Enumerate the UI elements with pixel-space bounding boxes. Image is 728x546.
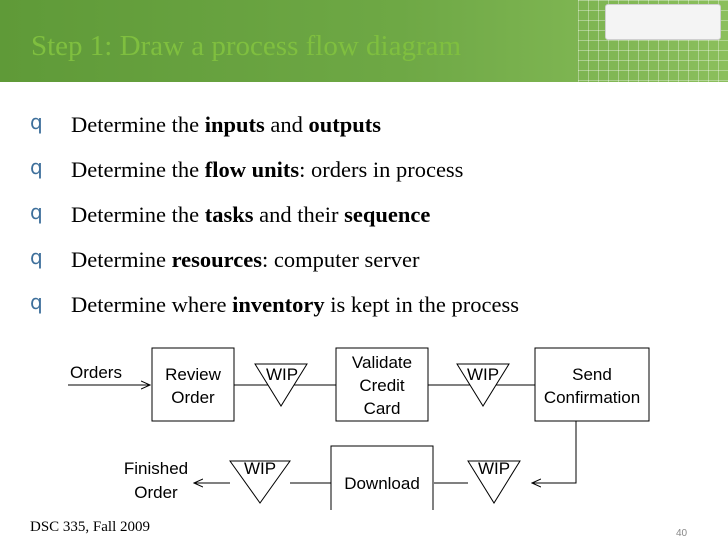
wip-label-1: WIP bbox=[266, 365, 298, 384]
send-label-1: Send bbox=[572, 365, 612, 384]
bullet-marker-icon: q bbox=[30, 110, 43, 134]
bullet-text-part: Determine where bbox=[71, 292, 233, 317]
bullet-text-part: Determine the bbox=[71, 157, 205, 182]
apple-logo-icon:  bbox=[660, 10, 676, 30]
wip-label-4: WIP bbox=[244, 459, 276, 478]
footer-course-label: DSC 335, Fall 2009 bbox=[30, 519, 151, 535]
bullet-keyword: tasks bbox=[204, 202, 254, 227]
page-number: 40 bbox=[676, 528, 688, 539]
wip-label-3: WIP bbox=[478, 459, 510, 478]
bullet-marker-icon: q bbox=[30, 200, 43, 224]
logo-badge bbox=[605, 4, 721, 40]
bullet-text-part: and their bbox=[253, 202, 345, 227]
download-label: Download bbox=[344, 474, 420, 493]
validate-label-1: Validate bbox=[352, 353, 412, 372]
finished-order-label-1: Finished bbox=[124, 459, 188, 478]
bullet-text-part: and bbox=[264, 112, 309, 137]
wip-label-2: WIP bbox=[467, 365, 499, 384]
bullet-text-part: Determine the bbox=[71, 112, 205, 137]
wip-triangle-1 bbox=[254, 363, 308, 407]
bullet-keyword: inputs bbox=[204, 112, 265, 137]
wip-triangle-4 bbox=[229, 460, 291, 504]
connector-down bbox=[532, 421, 577, 483]
bullet-text: Determine the flow units: orders in proc… bbox=[71, 157, 463, 183]
slide-title: Step 1: Draw a process flow diagram bbox=[31, 30, 462, 62]
bullet-text-part: Determine bbox=[71, 247, 172, 272]
bullet-text-part: : orders in process bbox=[299, 157, 464, 182]
validate-label-2: Credit bbox=[359, 376, 405, 395]
download-box bbox=[330, 445, 434, 510]
bullet-text: Determine where inventory is kept in the… bbox=[71, 292, 519, 318]
validate-credit-card-box bbox=[335, 347, 429, 422]
send-label-2: Confirmation bbox=[544, 388, 640, 407]
bullet-text-part: Determine the bbox=[71, 202, 205, 227]
bullet-text: Determine resources: computer server bbox=[71, 247, 419, 273]
review-order-label-2: Order bbox=[171, 388, 215, 407]
bullet-keyword: flow units bbox=[204, 157, 300, 182]
bullet-marker-icon: q bbox=[30, 155, 43, 179]
bullet-text-part: is kept in the process bbox=[324, 292, 520, 317]
bullet-text: Determine the tasks and their sequence bbox=[71, 202, 430, 228]
bullet-text: Determine the inputs and outputs bbox=[71, 112, 381, 138]
bullet-marker-icon: q bbox=[30, 290, 43, 314]
validate-label-3: Card bbox=[364, 399, 401, 418]
bullet-marker-icon: q bbox=[30, 245, 43, 269]
wip-triangle-3 bbox=[467, 460, 521, 504]
send-confirmation-box bbox=[534, 347, 650, 422]
bullet-keyword: resources bbox=[171, 247, 262, 272]
wip-triangle-2 bbox=[456, 363, 510, 407]
bullet-text-part: : computer server bbox=[262, 247, 420, 272]
bullet-keyword: outputs bbox=[308, 112, 382, 137]
review-order-box bbox=[151, 347, 235, 422]
orders-label: Orders bbox=[70, 363, 122, 382]
bullet-keyword: sequence bbox=[344, 202, 431, 227]
process-flow-diagram: Orders Review Order WIP Validate Credit … bbox=[68, 347, 650, 510]
finished-order-label-2: Order bbox=[134, 483, 178, 502]
review-order-label-1: Review bbox=[165, 365, 221, 384]
bullet-keyword: inventory bbox=[232, 292, 325, 317]
